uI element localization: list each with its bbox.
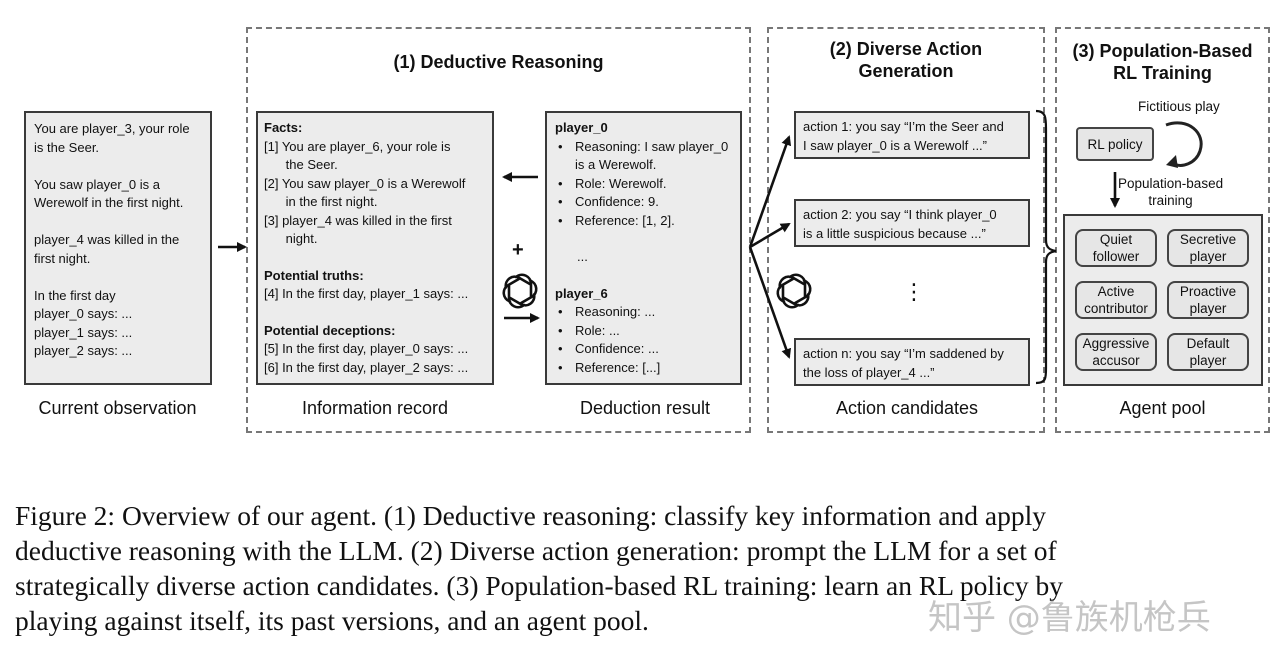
arrow-deduction-to-action2: [749, 222, 791, 249]
deceptions-list: [5] In the first day, player_0 says: ...…: [264, 340, 492, 377]
observation-line: player_4 was killed in the: [34, 232, 180, 247]
action-candidate-2: action 2: you say “I think player_0 is a…: [794, 199, 1030, 247]
deception-line: [5] In the first day, player_0 says: ...: [264, 341, 469, 356]
fictitious-play-label: Fictitious play: [1138, 99, 1220, 114]
deduction-player0-list: Reasoning: I saw player_0 is a Werewolf.…: [555, 138, 740, 231]
fictitious-play-loop-icon: [1165, 121, 1203, 168]
figure-caption: Figure 2: Overview of our agent. (1) Ded…: [15, 498, 1275, 638]
fact-line: the Seer.: [264, 157, 338, 172]
deduction-player0-title: player_0: [555, 120, 608, 135]
observation-line: is the Seer.: [34, 139, 100, 155]
section-title-action-line2: Generation: [858, 61, 954, 81]
section-title-rl: (3) Population-Based RL Training: [1055, 40, 1270, 84]
deduction-item: Role: Werewolf.: [555, 175, 740, 194]
section-title-action-line1: (2) Diverse Action: [829, 39, 983, 59]
observation-line: first night.: [34, 250, 91, 266]
observation-line: player_2 says: ...: [34, 343, 133, 358]
observation-line: In the first day: [34, 287, 116, 303]
observation-line: You are player_3, your role: [34, 121, 190, 136]
information-record-label: Information record: [301, 398, 449, 418]
caption-line: playing against itself, its past version…: [15, 605, 649, 636]
deduction-item: Reference: [...]: [555, 359, 740, 378]
fact-line: [1] You are player_6, your role is: [264, 138, 451, 154]
agent-proactive-player: Proactive player: [1167, 281, 1249, 319]
deduction-result-label: Deduction result: [579, 398, 711, 418]
section-rl-frame: [1055, 27, 1270, 433]
facts-list: [1] You are player_6, your role is the S…: [264, 138, 492, 249]
observation-line: player_0 says: ...: [34, 306, 133, 321]
caption-line: deductive reasoning with the LLM. (2) Di…: [15, 535, 1057, 566]
fact-line: [2] You saw player_0 is a Werewolf: [264, 175, 466, 191]
deduction-item: Confidence: ...: [555, 340, 740, 359]
deduction-player6-list: Reasoning: ...Role: ...Confidence: ...Re…: [555, 303, 740, 377]
observation-line: Werewolf in the first night.: [34, 195, 184, 210]
deduction-result-box: player_0 Reasoning: I saw player_0 is a …: [545, 111, 742, 385]
truth-line: [4] In the first day, player_1 says: ...: [264, 286, 469, 301]
fact-line: night.: [264, 231, 318, 246]
fact-line: in the first night.: [264, 194, 378, 209]
openai-logo-icon-2: [774, 272, 814, 310]
section-title-action: (2) Diverse Action Generation: [767, 38, 1045, 82]
observation-line: player_1 says: ...: [34, 324, 133, 340]
deduction-item: Reasoning: ...: [555, 303, 740, 322]
section-title-rl-line1: (3) Population-Based: [1072, 41, 1253, 61]
observation-label: Current observation: [38, 398, 197, 418]
deduction-item: Reference: [1, 2].: [555, 212, 740, 231]
section-deductive-frame: [246, 27, 751, 433]
agent-quiet-follower: Quiet follower: [1075, 229, 1157, 267]
section-title-deductive: (1) Deductive Reasoning: [393, 52, 604, 72]
section-action-frame: [767, 27, 1045, 433]
deceptions-title: Potential deceptions:: [264, 322, 396, 338]
action-candidate-1: action 1: you say “I’m the Seer and I sa…: [794, 111, 1030, 159]
truths-list: [4] In the first day, player_1 says: ...: [264, 285, 492, 304]
arrow-deduction-to-action1: [748, 135, 792, 248]
openai-logo-icon: [500, 272, 540, 310]
caption-line: Figure 2: Overview of our agent. (1) Ded…: [15, 500, 1046, 531]
deduction-item: Role: ...: [555, 322, 740, 341]
information-record-box: Facts: [1] You are player_6, your role i…: [256, 111, 494, 385]
agent-aggressive-accusor: Aggressive accusor: [1075, 333, 1157, 371]
section-title-rl-line2: RL Training: [1113, 63, 1212, 83]
deception-line: [6] In the first day, player_2 says: ...: [264, 359, 469, 375]
arrow-deduction-to-actionn: [748, 246, 792, 359]
agent-default-player: Default player: [1167, 333, 1249, 371]
agent-active-contributor: Active contributor: [1075, 281, 1157, 319]
truths-title: Potential truths:: [264, 267, 364, 283]
action-candidates-label: Action candidates: [835, 398, 979, 418]
rl-policy-node: RL policy: [1076, 127, 1154, 161]
action-vertical-ellipsis: ⋮: [903, 279, 925, 304]
deduction-item: Confidence: 9.: [555, 193, 740, 212]
deduction-ellipsis: ...: [577, 249, 588, 264]
facts-title: Facts:: [264, 120, 303, 135]
deduction-player6-title: player_6: [555, 285, 608, 301]
caption-line: strategically diverse action candidates.…: [15, 570, 1063, 601]
agent-pool-label: Agent pool: [1119, 398, 1206, 418]
deduction-item: Reasoning: I saw player_0 is a Werewolf.: [555, 138, 740, 175]
fact-line: [3] player_4 was killed in the first: [264, 212, 452, 228]
zhihu-watermark: 知乎 @鲁族机枪兵: [928, 598, 1211, 638]
action-candidate-n: action n: you say “I’m saddened by the l…: [794, 338, 1030, 386]
population-training-label: Population-based training: [1118, 176, 1224, 208]
agent-secretive-player: Secretive player: [1167, 229, 1249, 267]
diagram-arrows: [218, 109, 1120, 385]
plus-sign: +: [512, 239, 524, 261]
action-brace: [1035, 109, 1057, 385]
observation-line: You saw player_0 is a: [34, 176, 160, 192]
